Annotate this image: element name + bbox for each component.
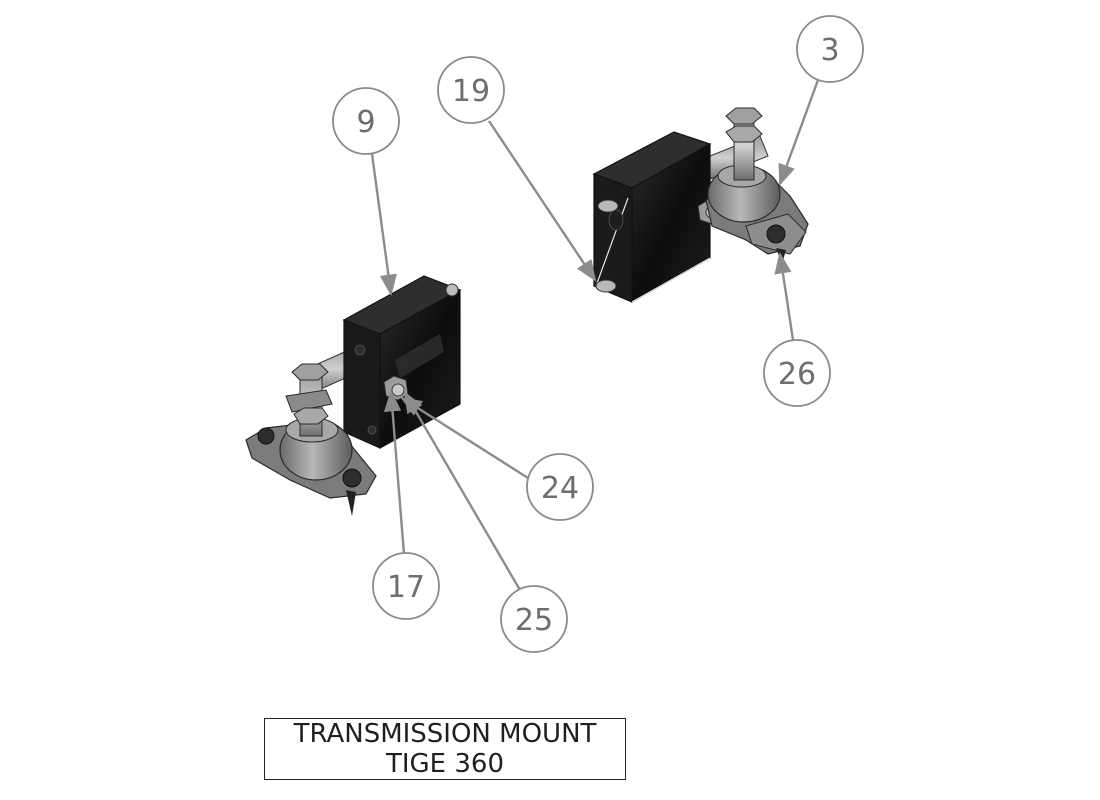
balloon-label-17: 17 <box>387 570 425 605</box>
right-mount-assembly <box>592 107 809 304</box>
right-block <box>592 131 712 304</box>
balloon-25: 25 <box>500 585 568 653</box>
balloon-9: 9 <box>332 87 400 155</box>
leader-19 <box>488 120 597 282</box>
balloon-label-26: 26 <box>778 357 816 392</box>
balloon-3: 3 <box>796 15 864 83</box>
leader-3 <box>778 79 820 187</box>
left-block <box>342 275 462 450</box>
balloon-label-24: 24 <box>541 471 579 506</box>
left-mount-assembly <box>245 275 462 516</box>
balloon-17: 17 <box>372 552 440 620</box>
title-line-1: TRANSMISSION MOUNT <box>293 719 597 749</box>
title-block: TRANSMISSION MOUNT TIGE 360 <box>264 718 626 780</box>
right-isolator-mount <box>705 107 809 264</box>
leader-17 <box>383 389 406 555</box>
balloon-19: 19 <box>437 56 505 124</box>
balloon-26: 26 <box>763 339 831 407</box>
leader-26 <box>774 251 795 341</box>
balloon-24: 24 <box>526 453 594 521</box>
leader-9 <box>370 153 397 297</box>
balloon-label-9: 9 <box>356 105 375 140</box>
balloon-label-25: 25 <box>515 603 553 638</box>
leader-24 <box>400 396 529 480</box>
title-line-2: TIGE 360 <box>385 749 504 779</box>
balloon-label-3: 3 <box>820 33 839 68</box>
left-isolator-mount <box>245 363 377 516</box>
leader-lines <box>370 79 820 591</box>
leader-25 <box>403 391 522 591</box>
left-front-bolt <box>383 375 409 401</box>
balloon-label-19: 19 <box>452 74 490 109</box>
balloons: 9 19 3 26 24 17 25 <box>332 15 864 653</box>
